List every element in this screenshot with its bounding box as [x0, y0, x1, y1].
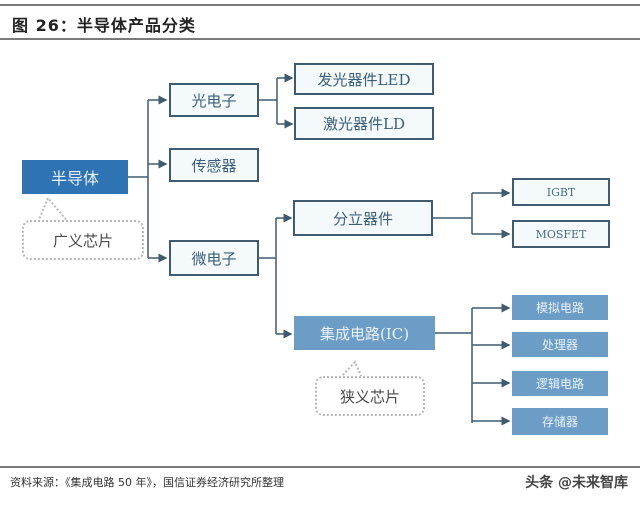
footer-rule: [0, 466, 640, 468]
node-led: 发光器件LED: [294, 63, 434, 95]
node-sensor: 传感器: [169, 148, 259, 182]
top-rule: [0, 4, 640, 6]
callout-broad-chip: 广义芯片: [22, 220, 144, 260]
node-logic-circuit: 逻辑电路: [512, 371, 608, 396]
figure-title: 图 26：半导体产品分类: [12, 16, 196, 35]
node-integrated-circuit: 集成电路(IC): [294, 316, 435, 350]
node-igbt: IGBT: [512, 178, 610, 206]
node-ld: 激光器件LD: [294, 107, 434, 140]
node-optoelectronics: 光电子: [169, 83, 259, 117]
callout-pointer-broad: [37, 196, 69, 223]
node-semiconductor: 半导体: [22, 160, 128, 194]
source-note: 资料来源：《集成电路 50 年》，国信证券经济研究所整理: [10, 476, 284, 489]
node-analog-circuit: 模拟电路: [512, 295, 608, 320]
node-memory: 存储器: [512, 408, 608, 435]
node-processor: 处理器: [512, 332, 608, 357]
callout-narrow-chip: 狭义芯片: [315, 376, 425, 416]
title-rule: [0, 38, 640, 40]
node-mosfet: MOSFET: [512, 220, 610, 248]
watermark: 头条 @未来智库: [525, 475, 628, 491]
callout-pointer-narrow: [339, 360, 363, 379]
node-discrete-devices: 分立器件: [293, 200, 433, 236]
node-microelectronics: 微电子: [169, 240, 259, 276]
